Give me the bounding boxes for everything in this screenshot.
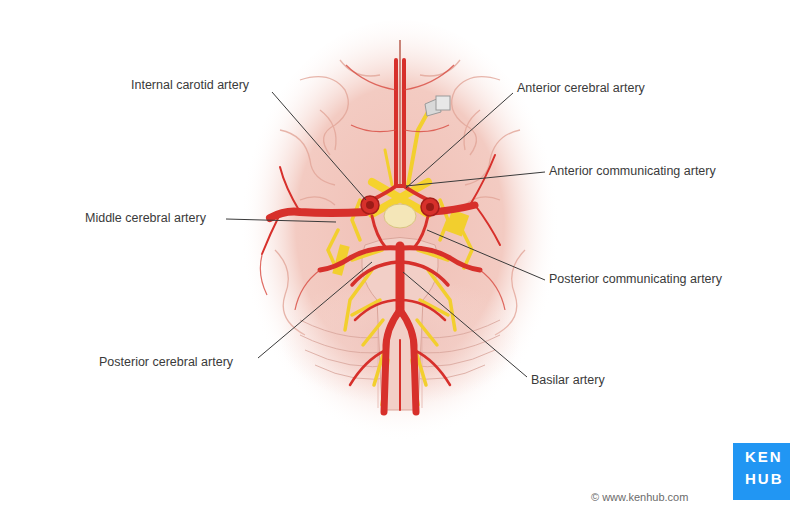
logo-text: KEN [745, 448, 783, 465]
logo-mark [733, 443, 790, 500]
part-label: Middle cerebral artery [85, 211, 206, 226]
logo-text: HUB [745, 470, 784, 487]
watermark: © www.kenhub.com [591, 491, 688, 504]
part-label: Posterior communicating artery [549, 272, 722, 287]
part-label: Anterior cerebral artery [517, 81, 645, 96]
part-label: Basilar artery [531, 373, 605, 388]
part-label: Internal carotid artery [131, 78, 249, 93]
part-label: Posterior cerebral artery [99, 355, 233, 370]
part-label: Anterior communicating artery [549, 164, 716, 179]
